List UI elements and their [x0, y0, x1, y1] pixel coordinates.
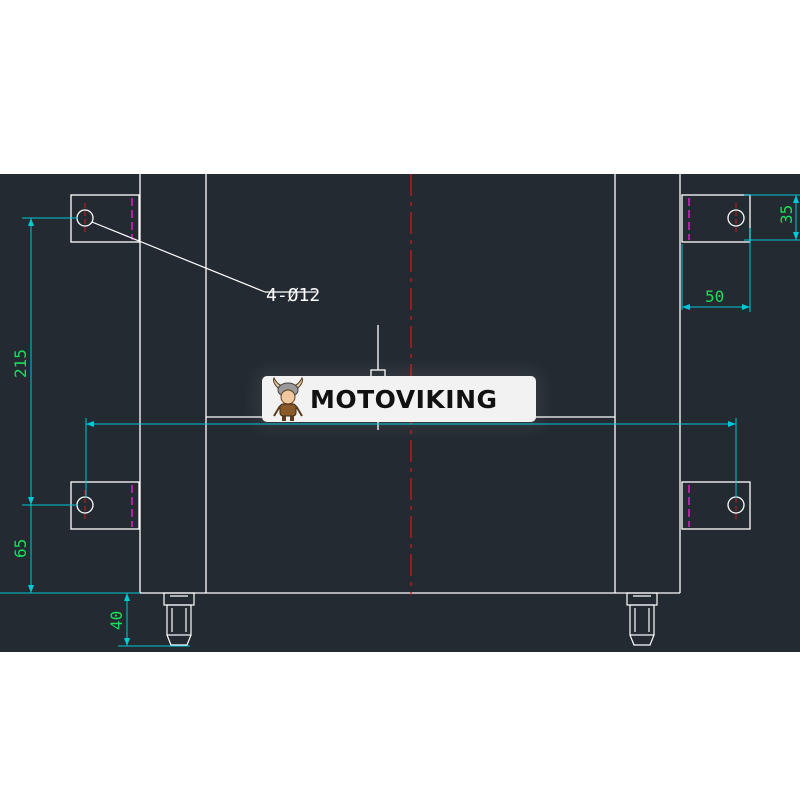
dim-label-40: 40	[107, 611, 126, 630]
watermark-banner: MOTOVIKING	[262, 376, 536, 422]
dim-label-50: 50	[705, 287, 724, 306]
viking-mascot-icon	[273, 376, 303, 421]
hole-callout-leader	[91, 221, 316, 293]
dim-label-215: 215	[11, 349, 30, 378]
dim-label-35: 35	[777, 205, 796, 224]
dim-label-65: 65	[11, 539, 30, 558]
fitting-right	[626, 592, 658, 646]
dimension-lines	[0, 194, 800, 647]
mounting-bracket-top-right	[681, 194, 751, 243]
brand-name: MOTOVIKING	[310, 384, 498, 414]
hole-callout-label: 4-Ø12	[266, 285, 320, 306]
fitting-left	[163, 592, 195, 646]
dimension-arrows	[28, 195, 799, 646]
